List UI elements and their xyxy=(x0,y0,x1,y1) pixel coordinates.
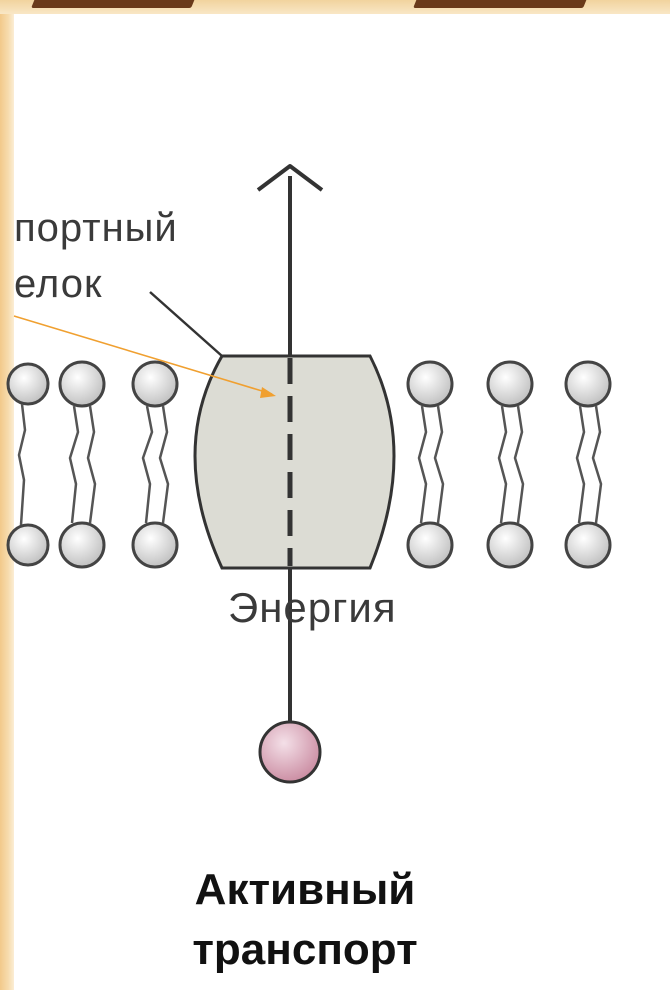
phospholipid xyxy=(131,360,179,569)
phospholipid xyxy=(486,360,534,569)
annotation-arrow xyxy=(13,315,276,398)
phospholipid xyxy=(406,360,454,569)
diagram-caption: Активный транспорт xyxy=(0,860,610,980)
transport-protein-label-line1: портный xyxy=(14,206,178,250)
slide-left-border xyxy=(0,0,14,990)
transport-protein xyxy=(193,354,396,570)
caption-line2: транспорт xyxy=(192,925,418,974)
phospholipid xyxy=(58,360,106,569)
caption-line1: Активный xyxy=(194,865,416,914)
lipid-bilayer-right xyxy=(406,360,612,569)
phospholipid xyxy=(6,362,50,567)
transport-protein-label: портный елок xyxy=(14,200,178,312)
transport-protein-label-line2: елок xyxy=(14,262,103,306)
transported-molecule xyxy=(258,720,322,784)
arrow-head-icon xyxy=(256,164,324,192)
protein-leader-line xyxy=(149,291,223,357)
lipid-bilayer-left xyxy=(6,360,179,569)
energy-label: Энергия xyxy=(228,584,397,631)
phospholipid xyxy=(564,360,612,569)
